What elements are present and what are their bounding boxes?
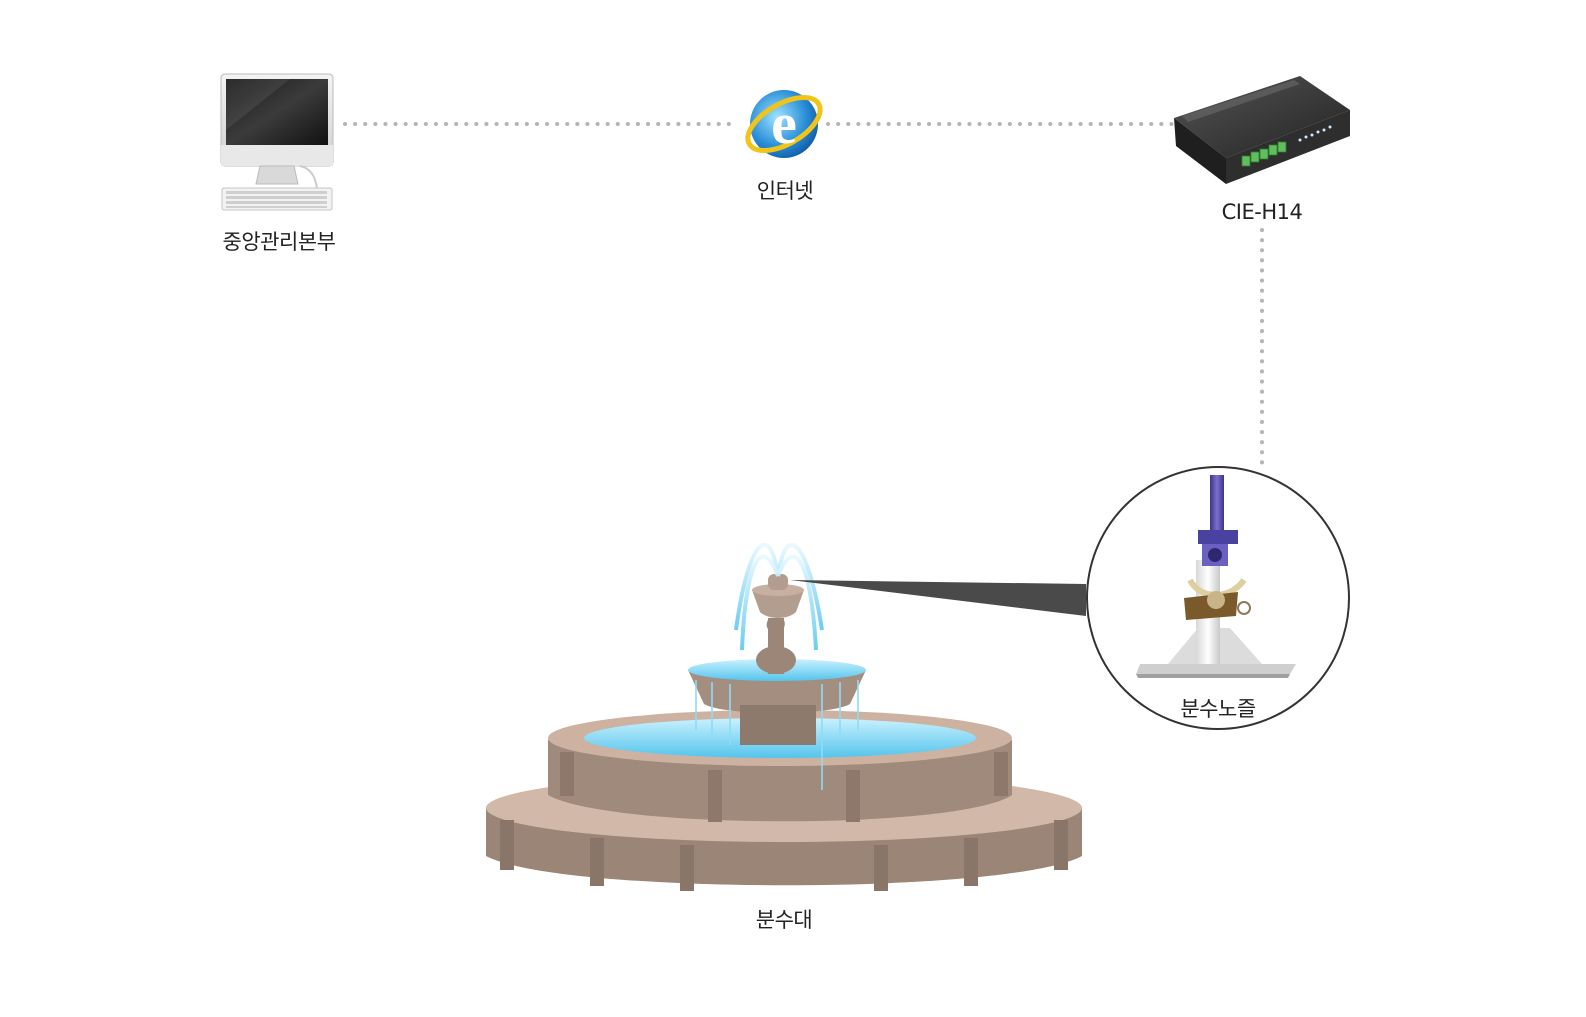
fountain-nozzle-icon	[1086, 466, 1350, 730]
fountain-icon	[486, 542, 1086, 891]
central-office-label: 중앙관리본부	[222, 230, 336, 254]
svg-text:e: e	[771, 91, 797, 156]
fountain-label: 분수대	[755, 908, 813, 932]
nozzle-label: 분수노즐	[1180, 697, 1256, 721]
internet-label: 인터넷	[756, 179, 814, 203]
controller-label: CIE-H14	[1221, 200, 1303, 224]
internet-explorer-icon: e	[745, 90, 823, 158]
desktop-computer-icon	[220, 73, 334, 211]
controller-device-icon	[1174, 76, 1350, 184]
